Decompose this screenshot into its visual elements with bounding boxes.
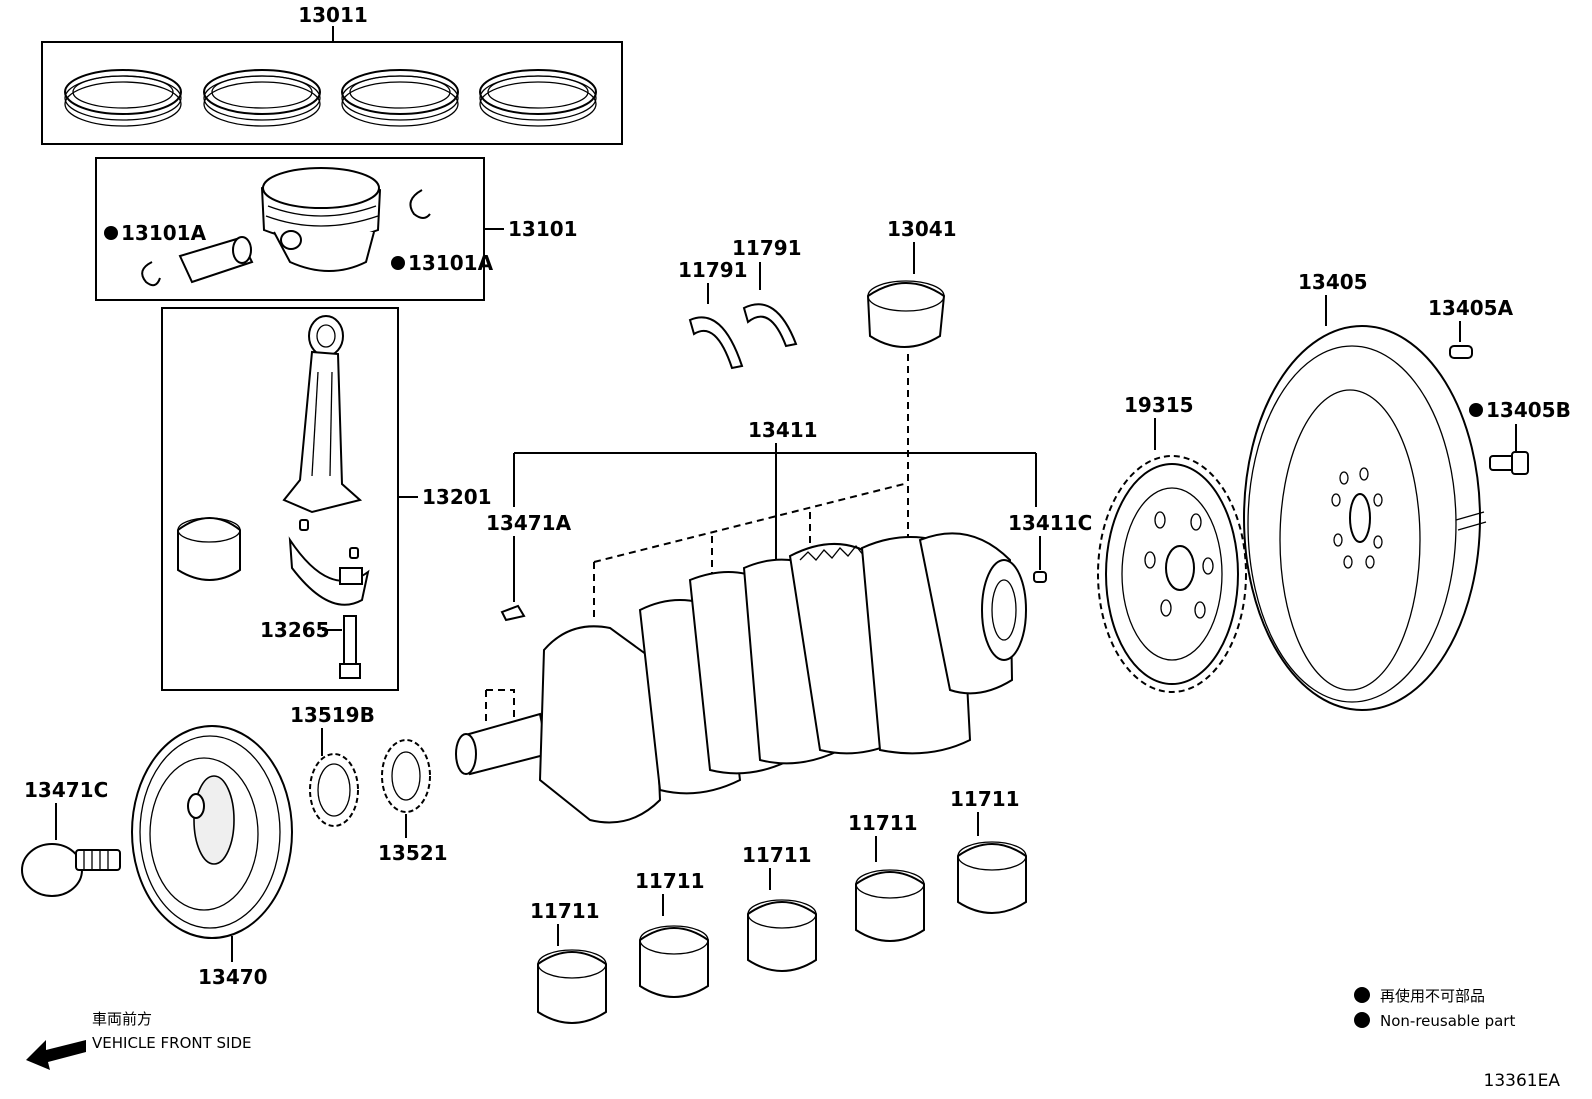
bearing-13041-illustration xyxy=(866,280,946,348)
main-bearing-2-illustration xyxy=(639,925,709,998)
label-11791-left[interactable]: 11791 xyxy=(678,258,748,282)
label-13405A[interactable]: 13405A xyxy=(1428,296,1514,320)
key-13471A-illustration xyxy=(500,604,526,622)
main-bearing-4-illustration xyxy=(855,869,925,942)
main-bearing-group: 11711 11711 11711 11711 11711 xyxy=(530,787,1027,1024)
main-bearing-1-illustration xyxy=(537,949,607,1024)
label-13471A[interactable]: 13471A xyxy=(486,511,572,535)
non-reusable-marker-icon xyxy=(1469,403,1483,417)
thrust-washer-group: 11791 11791 xyxy=(678,236,802,370)
flywheel-group: 13405 13405A 13405B xyxy=(1243,270,1571,711)
legend-en: Non-reusable part xyxy=(1380,1012,1515,1030)
crankshaft-illustration xyxy=(455,532,1027,824)
label-13041[interactable]: 13041 xyxy=(887,217,957,241)
label-13405[interactable]: 13405 xyxy=(1298,270,1368,294)
piston-group: 13101 13101A 13101A xyxy=(95,157,578,301)
non-reusable-marker-icon xyxy=(1354,987,1370,1003)
front-en: VEHICLE FRONT SIDE xyxy=(92,1034,252,1052)
crank-gear-group: 13519B 13521 xyxy=(290,703,448,865)
label-13101[interactable]: 13101 xyxy=(508,217,578,241)
front-jp: 車両前方 xyxy=(92,1010,152,1028)
thrust-washer-right-illustration xyxy=(742,303,798,348)
snap-ring-right-illustration xyxy=(409,189,431,219)
rod-bearing-illustration xyxy=(177,517,241,581)
label-11711-4[interactable]: 11711 xyxy=(848,811,918,835)
label-13521[interactable]: 13521 xyxy=(378,841,448,865)
label-13201[interactable]: 13201 xyxy=(422,485,492,509)
label-13101A-left[interactable]: 13101A xyxy=(121,221,207,245)
box-13011 xyxy=(41,41,623,145)
pulley-group: 13471C 13470 xyxy=(21,725,293,989)
crankshaft-group: 13411 13471A 13411C xyxy=(455,418,1092,824)
legend: 再使用不可部品 Non-reusable part xyxy=(1354,987,1515,1030)
pulley-bolt-illustration xyxy=(21,843,121,897)
piston-pin-illustration xyxy=(178,236,254,284)
flywheel-bolt-illustration xyxy=(1489,451,1529,475)
dowel-pin-13405A-illustration xyxy=(1449,345,1473,359)
non-reusable-marker-icon xyxy=(391,256,405,270)
label-13411C[interactable]: 13411C xyxy=(1008,511,1092,535)
piston-illustration xyxy=(260,167,382,272)
non-reusable-marker-icon xyxy=(1354,1012,1370,1028)
label-13471C[interactable]: 13471C xyxy=(24,778,108,802)
non-reusable-marker-icon xyxy=(104,226,118,240)
figure-id: 13361EA xyxy=(1484,1071,1561,1091)
main-bearing-5-illustration xyxy=(957,841,1027,914)
label-19315[interactable]: 19315 xyxy=(1124,393,1194,417)
main-bearing-3-illustration xyxy=(747,899,817,972)
crank-pulley-illustration xyxy=(131,725,293,939)
label-13101A-right[interactable]: 13101A xyxy=(408,251,494,275)
box-13201 xyxy=(161,307,399,691)
rod-bolt-illustration xyxy=(339,615,361,679)
legend-jp: 再使用不可部品 xyxy=(1380,987,1485,1005)
thrust-washer-left-illustration xyxy=(688,316,744,370)
label-13470[interactable]: 13470 xyxy=(198,965,268,989)
connecting-rod-group: 13201 13265 xyxy=(161,307,492,691)
connecting-rod-illustration xyxy=(282,315,370,606)
vehicle-front-indicator: 車両前方 VEHICLE FRONT SIDE xyxy=(26,1010,252,1070)
label-11711-3[interactable]: 11711 xyxy=(742,843,812,867)
timing-rotor-illustration xyxy=(1097,455,1247,693)
snap-ring-left-illustration xyxy=(141,261,161,287)
label-11711-1[interactable]: 11711 xyxy=(530,899,600,923)
label-11791-right[interactable]: 11791 xyxy=(732,236,802,260)
label-11711-2[interactable]: 11711 xyxy=(635,869,705,893)
label-13011[interactable]: 13011 xyxy=(298,3,368,27)
label-13411[interactable]: 13411 xyxy=(748,418,818,442)
label-13519B[interactable]: 13519B xyxy=(290,703,375,727)
piston-rings-illustration xyxy=(64,69,597,127)
gear-13519B-illustration xyxy=(309,753,359,827)
timing-rotor-group: 19315 xyxy=(1097,393,1247,693)
label-11711-5[interactable]: 11711 xyxy=(950,787,1020,811)
pin-13411C-illustration xyxy=(1033,571,1047,583)
label-13265[interactable]: 13265 xyxy=(260,618,330,642)
flywheel-illustration xyxy=(1243,325,1487,711)
gear-13521-illustration xyxy=(381,739,431,813)
front-arrow-icon xyxy=(26,1040,86,1070)
piston-ring-set-group: 13011 xyxy=(41,3,623,145)
label-13405B[interactable]: 13405B xyxy=(1486,398,1571,422)
crank-bearing-13041-group: 13041 xyxy=(866,217,957,540)
